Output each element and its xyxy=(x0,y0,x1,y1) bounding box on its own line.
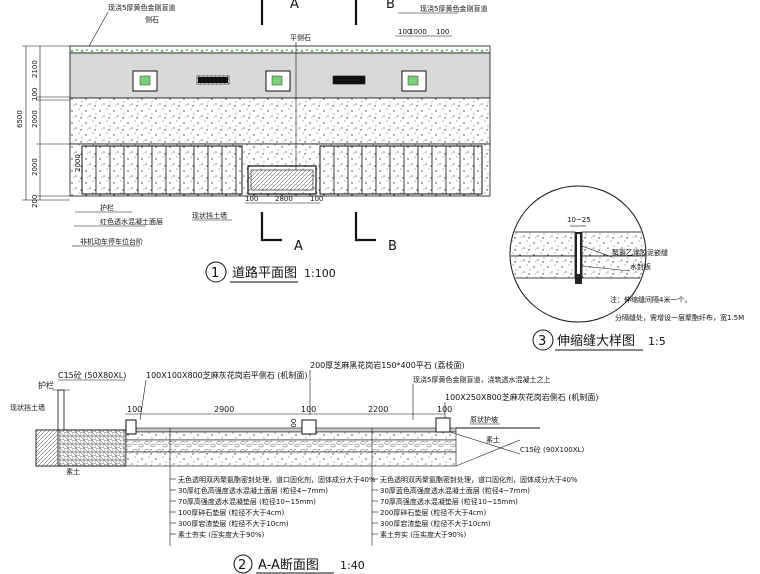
plan-label-blind-path-right: 现浇5厚黄色金刚盲道 xyxy=(420,4,487,13)
section-label-retaining-wall: 现状挡土墙 xyxy=(10,403,45,412)
detail-dim-top: 10~25 xyxy=(567,216,591,224)
plan-label-parking: 非机动车停车位台阶 xyxy=(80,237,143,246)
section-label-c15-left: C15砼 (50X80XL) xyxy=(58,370,126,380)
section-layer-right-4: 200厚碎石垫层 (粒径不大于4cm) xyxy=(380,508,486,517)
section-label-railing: 护栏 xyxy=(38,380,54,390)
plan-dim-left-4: 2000 xyxy=(31,158,39,176)
section-layer-left-6: 素土夯实 (压实度大于90%) xyxy=(178,530,265,539)
plan-left-dims: 2100 100 2000 2000 200 6500 xyxy=(16,45,70,208)
section-label-paving-top: 200厚芝麻黑花岗岩150*400平石 (荔枝面) xyxy=(310,360,465,370)
detail-label-2: 水封板 xyxy=(630,262,651,271)
plan-dim-bottom-1: 100 xyxy=(245,195,258,203)
detail-note-2: 分隔缝处，需增设一层聚酯纤布，宽1.5M xyxy=(615,313,744,322)
detail-note-1: 注：伸缩缝间隔4米一个。 xyxy=(610,295,691,304)
section-dim-left-pad: 100 xyxy=(127,405,142,414)
plan-section-mark-b: B xyxy=(388,239,397,254)
plan-dim-left-5: 200 xyxy=(31,195,39,208)
plan-label-blind-path-left: 现浇5厚黄色金刚盲道 xyxy=(108,3,175,12)
plan-label-curb: 侧石 xyxy=(145,15,159,24)
detail-title-number: 3 xyxy=(538,334,546,349)
plan-parking-stripes xyxy=(81,145,483,195)
section-label-curb-left: 100X100X800芝麻灰花岗岩平侧石 (机制面) xyxy=(146,370,308,380)
plan-section-mark-b-top: B xyxy=(386,0,395,12)
plan-dim-left-1: 2100 xyxy=(31,60,39,78)
plan-title: 道路平面图 xyxy=(232,265,297,281)
plan-dim-left-2: 100 xyxy=(31,88,39,101)
plan-dim-bottom-2: 2800 xyxy=(275,195,293,203)
section-layer-left-3: 70厚高强度透水混凝垫层 (粒径10~15mm) xyxy=(178,497,316,506)
section-title: A-A断面图 xyxy=(258,558,319,573)
section-title-number: 2 xyxy=(238,558,246,573)
section-label-blind-path: 现浇5厚黄色金刚盲道，浇筑透水混凝土之上 xyxy=(413,375,550,384)
section-layer-left-2: 30厚红色高强度透水混凝土面层 (粒径4~7mm) xyxy=(178,486,328,495)
road-plan: 现浇5厚黄色金刚盲道 侧石 现浇5厚黄色金刚盲道 平侧石 A B 100 100… xyxy=(16,0,491,283)
section-label-plain-soil-right: 素土 xyxy=(486,435,500,444)
plan-curb-openings xyxy=(132,70,427,92)
plan-dim-top-1: 100 xyxy=(398,28,411,36)
section-layer-left-5: 300厚宕渣垫层 (粒径不大于10cm) xyxy=(178,519,289,528)
detail-label-1: 聚氯乙烯胶泥嵌缝 xyxy=(612,248,668,257)
section-label-original-road: 原状护坡 xyxy=(470,415,498,424)
section-a-a: C15砼 (50X80XL) 护栏 100X100X800芝麻灰花岗岩平侧石 (… xyxy=(10,360,599,574)
plan-title-circle xyxy=(205,261,227,283)
plan-label-retaining-wall: 现状挡土墙 xyxy=(192,211,227,220)
plan-section-mark-a-top: A xyxy=(290,0,299,12)
section-layer-left-4: 100厚碎石垫层 (粒径不大于4cm) xyxy=(178,508,284,517)
section-label-curb-right: 100X250X800芝麻灰花岗岩侧石 (机制面) xyxy=(445,392,599,402)
section-layer-right-5: 300厚宕渣垫层 (粒径不大于10cm) xyxy=(380,519,491,528)
section-layer-right-3: 70厚高强度透水混凝垫层 (粒径10~15mm) xyxy=(380,497,518,506)
section-label-plain-soil-left: 素土 xyxy=(66,467,80,476)
plan-dim-inner: 2000 xyxy=(74,154,82,172)
detail-title: 伸缩缝大样图 xyxy=(557,333,635,349)
plan-dim-top-2: 1000 xyxy=(409,28,427,36)
section-dim-main: 2900 xyxy=(214,405,234,414)
plan-dim-left-total: 6500 xyxy=(16,110,24,128)
section-dim-depth: 300 xyxy=(290,419,298,432)
plan-dim-bottom-3: 100 xyxy=(310,195,323,203)
plan-dim-top-3: 100 xyxy=(436,28,449,36)
section-dim-right: 2200 xyxy=(368,405,388,414)
section-layer-left-1: 无色透明双丙聚氨酯密封处理，道口固化剂，固体成分大于40% xyxy=(178,475,376,484)
section-scale: 1:40 xyxy=(340,559,365,572)
plan-green-strip xyxy=(69,45,491,54)
section-label-c15-right: C15砼 (90X100XL) xyxy=(520,445,585,454)
plan-label-flat-curb: 平侧石 xyxy=(290,33,311,42)
plan-scale: 1:100 xyxy=(304,267,336,280)
detail-scale: 1:5 xyxy=(648,335,666,348)
plan-label-red-concrete: 红色透水混凝土面层 xyxy=(100,217,163,226)
section-layer-right-1: 无色透明双丙聚氨酯密封处理，道口固化剂，固体成分大于40% xyxy=(380,475,578,484)
plan-paving xyxy=(69,97,491,145)
plan-label-railing: 护栏 xyxy=(100,203,114,212)
section-dim-right-pad: 100 xyxy=(437,405,452,414)
section-layer-right-2: 30厚蓝色高强度透水混凝土面层 (粒径4~7mm) xyxy=(380,486,530,495)
section-dim-mid-pad: 100 xyxy=(301,405,316,414)
plan-dim-left-3: 2000 xyxy=(31,110,39,128)
expansion-joint-detail: 10~25 聚氯乙烯胶泥嵌缝 水封板 注：伸缩缝间隔4米一个。 分隔缝处，需增设… xyxy=(509,185,744,351)
plan-title-number: 1 xyxy=(211,266,219,281)
section-layer-right-6: 素土夯实 (压实度大于90%) xyxy=(380,530,467,539)
plan-section-mark-a: A xyxy=(294,239,303,254)
